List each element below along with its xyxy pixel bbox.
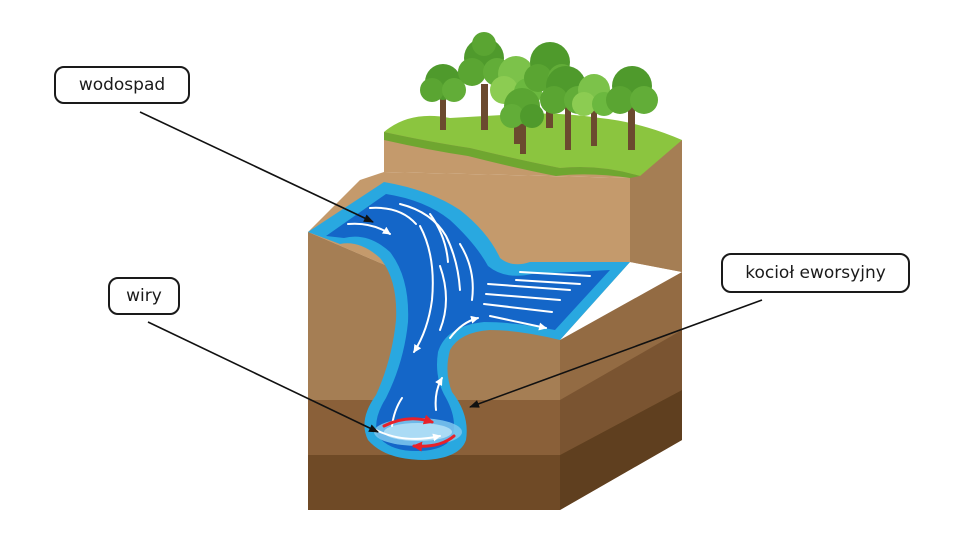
upper-plateau xyxy=(384,113,682,272)
label-waterfall: wodospad xyxy=(54,66,190,104)
tree-icon xyxy=(420,64,466,130)
grass-top xyxy=(384,113,682,176)
flow-arrows xyxy=(347,203,591,442)
label-eddies-text: wiry xyxy=(126,286,162,306)
tree-icon xyxy=(458,32,511,130)
leader-waterfall xyxy=(139,111,374,223)
leader-pothole xyxy=(469,299,763,408)
leader-lines xyxy=(139,111,763,433)
label-pothole-text: kocioł eworsyjny xyxy=(745,263,886,283)
eddy-arrows xyxy=(382,414,456,452)
trees xyxy=(420,32,658,154)
label-waterfall-text: wodospad xyxy=(78,75,166,95)
tree-icon xyxy=(500,88,544,154)
leader-eddies xyxy=(147,321,379,433)
tree-icon xyxy=(606,66,658,150)
label-eddies: wiry xyxy=(108,277,180,315)
label-pothole: kocioł eworsyjny xyxy=(721,253,910,293)
